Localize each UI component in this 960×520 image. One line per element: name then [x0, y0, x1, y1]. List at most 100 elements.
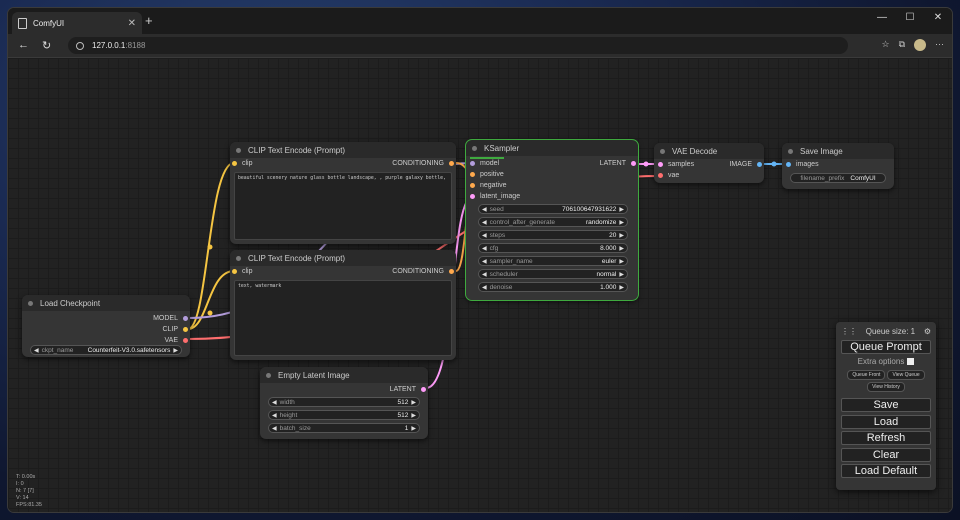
collapse-dot-icon[interactable] [236, 147, 241, 153]
pin-icon[interactable] [449, 269, 454, 274]
queue-front-button[interactable]: Queue Front [847, 370, 886, 380]
pin-icon[interactable] [658, 162, 663, 167]
decrement-arrow-icon[interactable]: ◀ [34, 347, 39, 354]
collapse-dot-icon[interactable] [660, 148, 665, 154]
drag-handle-icon[interactable]: ⋮⋮ [841, 327, 857, 336]
node-ksampler[interactable]: KSampler model positive negative latent_… [465, 139, 639, 301]
increment-arrow-icon[interactable]: ▶ [411, 412, 416, 419]
increment-arrow-icon[interactable]: ▶ [619, 271, 624, 278]
pin-icon[interactable] [183, 338, 188, 343]
increment-arrow-icon[interactable]: ▶ [619, 219, 624, 226]
increment-arrow-icon[interactable]: ▶ [619, 284, 624, 291]
load-default-button[interactable]: Load Default [841, 464, 931, 478]
pin-icon[interactable] [658, 173, 663, 178]
decrement-arrow-icon[interactable]: ◀ [272, 399, 277, 406]
input-model[interactable]: model [470, 160, 499, 167]
increment-arrow-icon[interactable]: ▶ [619, 245, 624, 252]
input-clip[interactable]: clip [232, 160, 253, 167]
collapse-dot-icon[interactable] [472, 145, 477, 151]
pin-icon[interactable] [421, 387, 426, 392]
view-queue-button[interactable]: View Queue [887, 370, 925, 380]
collapse-dot-icon[interactable] [266, 372, 271, 378]
pin-icon[interactable] [757, 162, 762, 167]
graph-canvas[interactable]: CLIP Text Encode (Prompt) clip CONDITION… [8, 58, 952, 512]
queue-prompt-button[interactable]: Queue Prompt [841, 340, 931, 354]
collapse-dot-icon[interactable] [28, 300, 33, 306]
increment-arrow-icon[interactable]: ▶ [173, 347, 178, 354]
output-model[interactable]: MODEL [153, 315, 188, 322]
back-button[interactable]: ← [18, 39, 29, 51]
decrement-arrow-icon[interactable]: ◀ [482, 271, 487, 278]
input-negative[interactable]: negative [470, 182, 506, 189]
node-vae-decode[interactable]: VAE Decode samples vae IMAGE [654, 143, 764, 183]
pin-icon[interactable] [631, 161, 636, 166]
save-button[interactable]: Save [841, 398, 931, 412]
decrement-arrow-icon[interactable]: ◀ [482, 232, 487, 239]
maximize-button[interactable]: ☐ [905, 12, 915, 23]
clear-button[interactable]: Clear [841, 447, 931, 462]
input-latent-image[interactable]: latent_image [470, 193, 520, 200]
decrement-arrow-icon[interactable]: ◀ [482, 206, 487, 213]
collapse-dot-icon[interactable] [236, 255, 241, 261]
new-tab-button[interactable]: + [145, 13, 153, 28]
profile-icon[interactable] [914, 39, 926, 51]
increment-arrow-icon[interactable]: ▶ [411, 425, 416, 432]
collapse-dot-icon[interactable] [788, 148, 793, 154]
input-images[interactable]: images [786, 161, 819, 168]
extra-options-checkbox[interactable] [907, 358, 915, 366]
pin-icon[interactable] [470, 183, 475, 188]
input-vae[interactable]: vae [658, 172, 679, 179]
view-history-button[interactable]: View History [867, 382, 905, 392]
output-conditioning[interactable]: CONDITIONING [392, 160, 454, 167]
close-window-button[interactable]: ✕ [933, 12, 943, 23]
browser-tab[interactable]: ComfyUI ✕ [12, 12, 142, 34]
node-load-checkpoint[interactable]: Load Checkpoint MODEL CLIP VAE ◀ckpt_nam… [22, 295, 190, 357]
prompt-textarea[interactable]: text, watermark [234, 280, 452, 356]
pin-icon[interactable] [470, 172, 475, 177]
input-samples[interactable]: samples [658, 161, 694, 168]
output-latent[interactable]: LATENT [390, 386, 426, 393]
pin-icon[interactable] [470, 161, 475, 166]
decrement-arrow-icon[interactable]: ◀ [482, 219, 487, 226]
pin-icon[interactable] [183, 327, 188, 332]
refresh-button[interactable]: Refresh [841, 431, 931, 445]
favorites-icon[interactable]: ☆ [881, 39, 890, 49]
input-clip[interactable]: clip [232, 268, 253, 275]
pin-icon[interactable] [786, 162, 791, 167]
node-clip-text-encode-negative[interactable]: CLIP Text Encode (Prompt) clip CONDITION… [230, 250, 456, 360]
input-positive[interactable]: positive [470, 171, 504, 178]
increment-arrow-icon[interactable]: ▶ [619, 206, 624, 213]
decrement-arrow-icon[interactable]: ◀ [482, 284, 487, 291]
pin-icon[interactable] [449, 161, 454, 166]
minimize-button[interactable]: — [877, 12, 887, 23]
output-vae[interactable]: VAE [165, 337, 188, 344]
node-clip-text-encode-positive[interactable]: CLIP Text Encode (Prompt) clip CONDITION… [230, 142, 456, 244]
more-icon[interactable]: ··· [935, 39, 944, 49]
increment-arrow-icon[interactable]: ▶ [619, 232, 624, 239]
reload-button[interactable]: ↻ [42, 40, 52, 52]
output-latent[interactable]: LATENT [600, 160, 636, 167]
url-field[interactable]: 127.0.0.1 :8188 [68, 37, 848, 54]
site-info-icon[interactable] [76, 41, 84, 50]
increment-arrow-icon[interactable]: ▶ [619, 258, 624, 265]
collections-icon[interactable]: ⧉ [898, 39, 905, 49]
output-image[interactable]: IMAGE [729, 161, 762, 168]
decrement-arrow-icon[interactable]: ◀ [482, 258, 487, 265]
pin-icon[interactable] [232, 161, 237, 166]
decrement-arrow-icon[interactable]: ◀ [482, 245, 487, 252]
increment-arrow-icon[interactable]: ▶ [411, 399, 416, 406]
pin-icon[interactable] [470, 194, 475, 199]
